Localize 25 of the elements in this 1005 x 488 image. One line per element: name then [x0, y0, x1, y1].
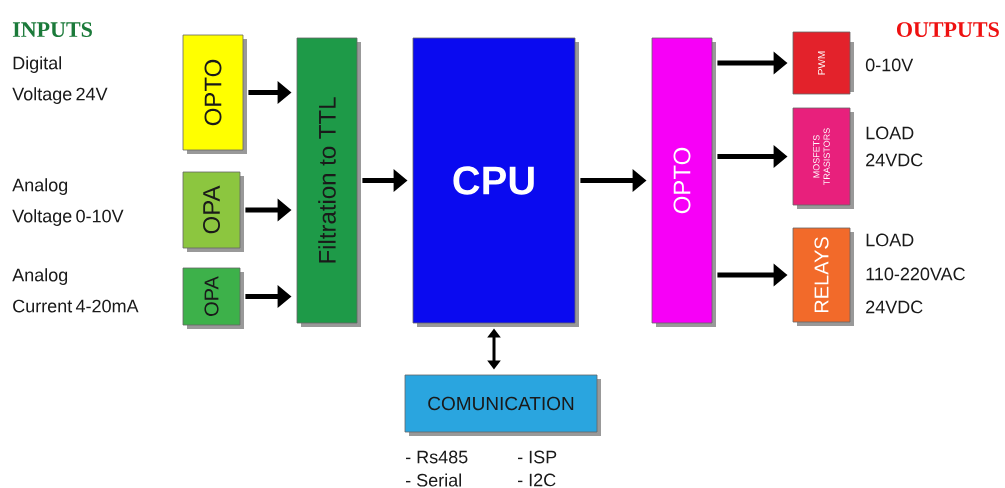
input-label: Analog Current 4-20mA	[12, 268, 139, 313]
input-label: Analog Voltage 0-10V	[12, 178, 124, 226]
cpu-box: CPU	[412, 37, 579, 327]
node-caption: - I2C	[518, 473, 556, 487]
amplifier-box: OPA	[182, 171, 244, 252]
section-heading: INPUTS	[12, 22, 92, 37]
node-caption: LOAD	[866, 233, 914, 247]
section-heading: OUTPUTS	[897, 22, 999, 37]
node-caption: - Rs485	[406, 450, 468, 464]
relay-box: RELAYS	[792, 227, 854, 326]
node-caption: - Serial	[406, 473, 461, 487]
amplifier-box: OPA	[182, 267, 244, 329]
opto-box: OPTO	[651, 37, 716, 327]
filter-box: Filtration to TTL	[296, 37, 361, 327]
node-caption: - ISP	[518, 450, 557, 464]
node-caption: 24VDC	[866, 300, 923, 314]
input-label: Digital Voltage 24V	[12, 56, 108, 104]
opto-box: OPTO	[182, 34, 247, 154]
communication-box: COMUNICATION	[404, 374, 601, 436]
node-caption: 24VDC	[866, 153, 923, 167]
node-caption: LOAD	[866, 126, 914, 140]
transistor-box: MOSFETS TRASISTORS	[792, 107, 854, 209]
pwm-box: PWM	[792, 31, 854, 95]
node-caption: 0-10V	[865, 58, 914, 72]
node-caption: 110-220VAC	[866, 267, 965, 281]
